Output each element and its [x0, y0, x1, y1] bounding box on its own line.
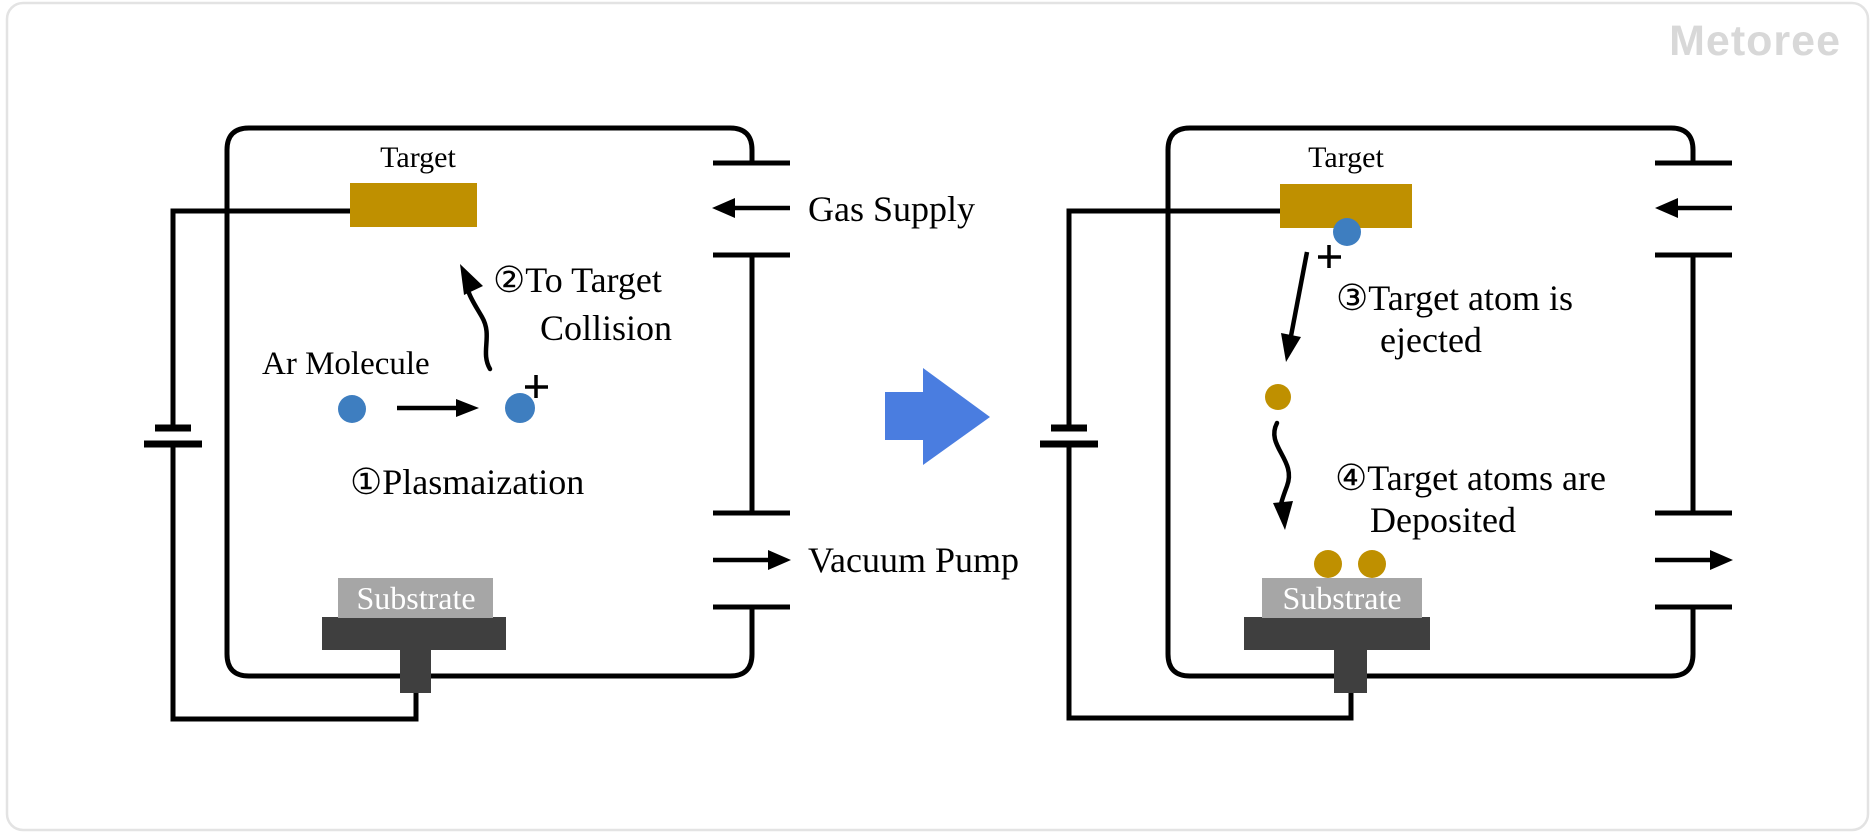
right-substrate-holder: [1244, 617, 1430, 650]
ejection-arrowhead: [1281, 333, 1301, 362]
left-chamber-port-ticks: [713, 160, 790, 610]
right-circuit-wire: [1066, 208, 1354, 721]
right-substrate-stem: [1334, 650, 1367, 693]
left-step1-label: ①Plasmaization: [350, 462, 584, 502]
left-panel: Target ②To Target Collision Ar Molecule …: [144, 125, 1019, 722]
right-battery-symbol: [1040, 424, 1098, 448]
ar-atom-dot: [338, 395, 366, 423]
right-substrate-plate: [1262, 578, 1422, 618]
right-step3-line2: ejected: [1380, 320, 1482, 360]
left-substrate-stem: [400, 650, 431, 693]
right-substrate-label: Substrate: [1282, 580, 1401, 616]
ar-molecule-label: Ar Molecule: [262, 346, 430, 382]
left-vacuum-arrowhead: [768, 550, 791, 570]
ejection-arrow-shaft: [1288, 251, 1310, 337]
left-substrate-holder: [322, 617, 506, 650]
panel-transition-arrow: [885, 368, 990, 465]
deposition-arrowhead: [1273, 501, 1293, 530]
left-battery-symbol: [144, 424, 202, 448]
left-collision-arrowhead: [460, 264, 483, 295]
deposited-atom-dot-2: [1358, 550, 1386, 578]
left-circuit-wire: [170, 208, 419, 722]
left-gas-arrowhead: [712, 198, 735, 218]
gas-supply-label: Gas Supply: [808, 189, 975, 229]
ejected-atom-dot: [1265, 384, 1291, 410]
left-step2-line1: ②To Target: [493, 260, 662, 300]
right-panel: Target ③Target atom is ejected ④Target a…: [1040, 125, 1733, 721]
vacuum-pump-label: Vacuum Pump: [808, 540, 1019, 580]
ionization-arrowhead: [456, 399, 479, 417]
right-target-label: Target: [1308, 141, 1384, 174]
right-gas-arrowhead: [1655, 198, 1678, 218]
left-collision-wavy-arrow: [466, 290, 493, 372]
right-plus-sign: [1318, 245, 1341, 268]
right-vacuum-arrowhead: [1710, 550, 1733, 570]
left-target-bar: [350, 183, 477, 227]
left-substrate-plate: [338, 578, 493, 618]
right-step4-line1: ④Target atoms are: [1335, 458, 1606, 498]
right-chamber-outline: [1165, 125, 1696, 679]
ar-ion-dot: [505, 393, 535, 423]
left-substrate-label: Substrate: [356, 580, 475, 616]
impact-ion-dot: [1333, 218, 1361, 246]
right-step3-line1: ③Target atom is: [1336, 278, 1573, 318]
left-chamber-outline: [224, 125, 755, 679]
right-step4-line2: Deposited: [1370, 500, 1516, 540]
left-target-label: Target: [380, 141, 456, 174]
right-chamber-port-ticks: [1655, 160, 1732, 610]
deposited-atom-dot-1: [1314, 550, 1342, 578]
deposition-wavy-arrow: [1272, 420, 1292, 507]
left-step2-line2: Collision: [540, 308, 672, 348]
watermark-logo: Metoree: [1669, 17, 1841, 65]
left-plus-sign: [525, 375, 548, 398]
